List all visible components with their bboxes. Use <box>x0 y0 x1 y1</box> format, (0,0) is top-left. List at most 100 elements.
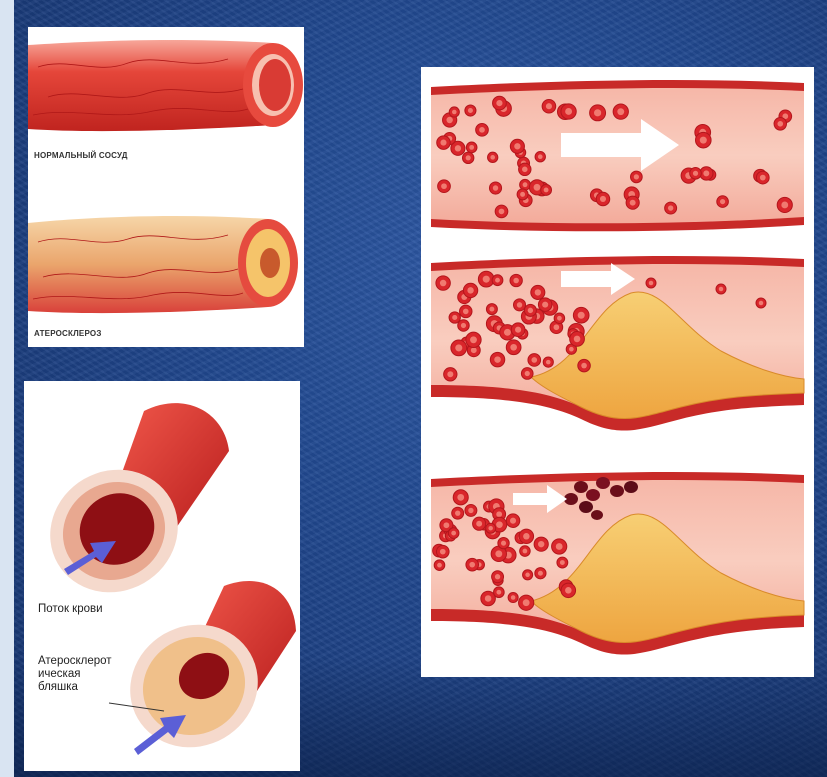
blood-cell-center <box>531 357 537 363</box>
blood-cell-center <box>496 100 502 106</box>
blood-cell-center <box>600 196 606 202</box>
panel-flow-stages <box>421 67 814 677</box>
blood-cell-center <box>538 571 543 576</box>
blood-cell-center <box>446 117 452 123</box>
blood-cell-center <box>471 347 477 353</box>
blood-cell-center <box>455 145 461 151</box>
blood-cell-center <box>490 155 495 160</box>
blood-cell-center <box>496 511 502 517</box>
blood-cell-center <box>700 137 707 144</box>
blood-cell-center <box>535 289 541 295</box>
blood-cell-center <box>501 541 506 546</box>
blood-cell-center <box>594 109 601 116</box>
blood-cell-center <box>455 510 460 515</box>
blood-cell-center <box>452 315 457 320</box>
blood-cell-center <box>544 188 549 193</box>
label-plaque-line3: бляшка <box>38 681 78 694</box>
blood-cell-center <box>538 154 543 159</box>
blood-cell-center <box>469 145 474 150</box>
blood-cell-center <box>470 336 477 343</box>
blood-cell-center <box>440 549 446 555</box>
blood-cell-center <box>668 205 673 210</box>
blood-cell-center <box>569 347 574 352</box>
plaque-vessel-section <box>108 581 296 770</box>
flow-stages-illustration <box>421 67 814 677</box>
blood-cell-center <box>525 371 530 376</box>
blood-cell-center <box>630 200 636 206</box>
label-plaque-line1: Атеросклерот <box>38 655 112 668</box>
blood-cell-center <box>488 526 493 531</box>
blood-cell-center <box>451 531 456 536</box>
blood-cell-center <box>468 508 473 513</box>
blood-cell-center <box>514 143 520 149</box>
blood-cell-center <box>546 360 551 365</box>
blood-cell-center <box>557 316 562 321</box>
stage-clot <box>431 472 804 655</box>
blood-cell-center <box>617 108 624 115</box>
blood-cell-center <box>461 323 466 328</box>
blood-cell-center <box>479 127 485 133</box>
blood-cell-center <box>517 302 522 307</box>
label-normal-vessel: НОРМАЛЬНЫЙ СОСУД <box>34 151 128 160</box>
blood-cell-center <box>515 327 521 333</box>
label-plaque-line2: ическая <box>38 668 80 681</box>
blood-cell-center <box>578 312 585 319</box>
blood-cell-center <box>468 108 473 113</box>
panel-vessel-comparison: НОРМАЛЬНЫЙ СОСУД АТЕРОСКЛЕРОЗ <box>28 27 304 347</box>
blood-cell-center <box>496 590 501 595</box>
blood-cell-center <box>457 494 464 501</box>
blood-cell-center <box>469 562 475 568</box>
blood-cell-center <box>574 336 581 343</box>
blood-cell-center <box>447 371 453 377</box>
blood-cell-center <box>649 281 654 286</box>
blood-cell-center <box>703 170 709 176</box>
healthy-vessel-section <box>28 403 229 615</box>
atherosclerotic-vessel <box>28 216 298 313</box>
blood-cell-center <box>489 307 494 312</box>
blood-cell-center <box>496 521 503 528</box>
blood-cell-center <box>556 543 563 550</box>
blood-cell-center <box>504 329 511 336</box>
blood-cell-center <box>440 280 447 287</box>
blood-cell-center <box>777 121 783 127</box>
stage-narrowed <box>431 256 804 431</box>
panel-cross-section: Поток крови Атеросклерот ическая бляшка <box>24 381 300 771</box>
blood-cell-center <box>759 301 764 306</box>
blood-cell-center <box>523 599 530 606</box>
blood-cell-center <box>554 324 560 330</box>
blood-cell-center <box>523 549 528 554</box>
blood-cell-center <box>581 363 587 369</box>
blood-cell-center <box>542 302 548 308</box>
blood-cell-center <box>495 574 500 579</box>
blood-cell-center <box>441 183 447 189</box>
blood-cell-center <box>466 155 471 160</box>
normal-vessel <box>28 40 303 131</box>
blood-cell-center <box>476 521 482 527</box>
blood-cell-center <box>511 595 516 600</box>
blood-cell-center <box>534 184 541 191</box>
blood-cell-center <box>455 344 462 351</box>
blood-cell-center <box>510 518 516 524</box>
blood-cell-center <box>525 573 530 578</box>
blood-cell-center <box>513 278 519 284</box>
blood-cell-center <box>437 563 442 568</box>
blood-cell-center <box>538 541 544 547</box>
label-blood-flow: Поток крови <box>38 603 103 616</box>
blood-cell-center <box>452 110 457 115</box>
blood-cell-center <box>560 560 565 565</box>
blood-cell-center <box>467 287 473 293</box>
blood-cell-center <box>565 587 572 594</box>
blood-cell-center <box>443 522 449 528</box>
blood-cell-center <box>719 287 724 292</box>
blood-cell-center <box>499 209 505 215</box>
blood-cell-center <box>522 167 528 173</box>
blood-cell-center <box>485 595 492 602</box>
blood-cell-center <box>720 199 725 204</box>
blood-cell-center <box>565 108 572 115</box>
blood-cell-center <box>528 308 533 313</box>
blood-cell-center <box>493 185 498 190</box>
blood-cell-center <box>523 533 529 539</box>
left-edge-strip <box>0 0 14 777</box>
blood-cell-center <box>546 103 552 109</box>
blood-cell-center <box>760 175 766 181</box>
